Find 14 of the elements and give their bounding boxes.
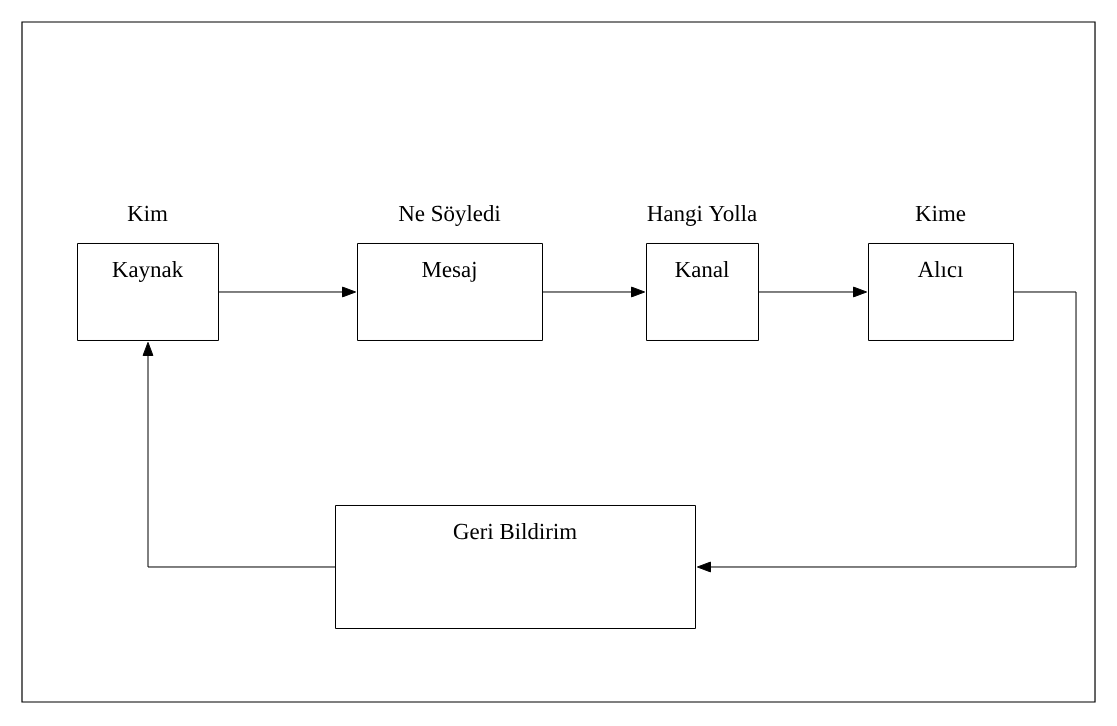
process-box: Alıcı <box>868 243 1014 341</box>
arrow <box>542 286 646 298</box>
arrow <box>696 291 1077 573</box>
arrow <box>142 341 336 568</box>
arrow <box>218 286 357 298</box>
process-box: Geri Bildirim <box>335 505 696 629</box>
process-box: Mesaj <box>357 243 543 341</box>
heading: Hangi Yolla <box>647 205 757 226</box>
heading: Ne Söyledi <box>398 205 501 226</box>
process-box: Kaynak <box>77 243 219 341</box>
arrow <box>758 286 868 298</box>
heading: Kim <box>127 205 168 221</box>
process-box: Kanal <box>646 243 759 341</box>
heading: Kime <box>915 205 966 222</box>
